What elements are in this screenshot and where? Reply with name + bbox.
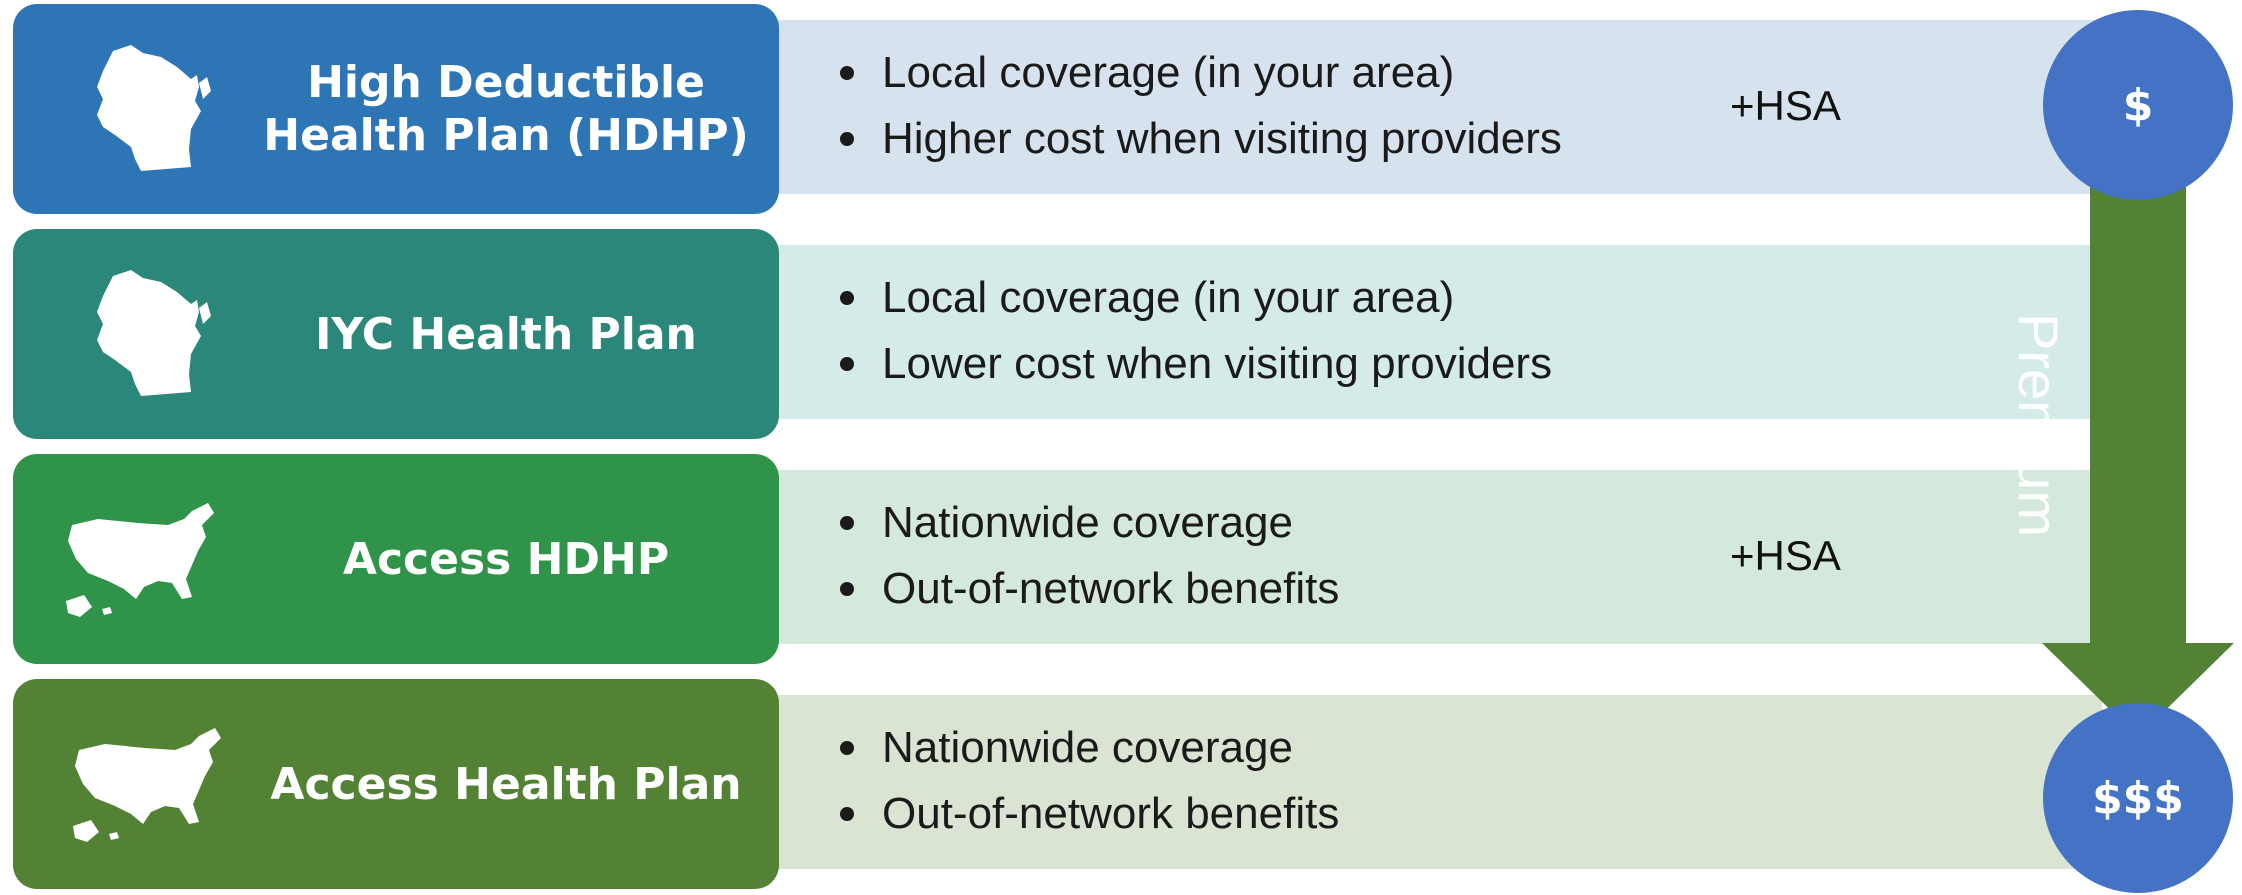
- plan-details-band: [740, 695, 2102, 869]
- high-premium-label: $$$: [2092, 772, 2184, 824]
- plan-bullet: Nationwide coverage: [838, 490, 1339, 556]
- plan-card: Access HDHP: [13, 454, 779, 664]
- plan-bullet: Higher cost when visiting providers: [838, 106, 1562, 172]
- plan-details-band: [740, 20, 2102, 194]
- low-premium-label: $: [2122, 79, 2154, 131]
- plan-details-band: [740, 245, 2102, 419]
- plan-row-iyc: IYC Health Plan Local coverage (in your …: [0, 225, 2242, 445]
- wisconsin-map-icon: [97, 270, 211, 396]
- wisconsin-map-icon: [97, 45, 211, 171]
- plan-name: IYC Health Plan: [315, 308, 697, 360]
- plan-bullet: Local coverage (in your area): [838, 265, 1552, 331]
- plan-bullet-list: Nationwide coverage Out-of-network benef…: [838, 490, 1339, 622]
- plan-row-access-hdhp: Access HDHP Nationwide coverage Out-of-n…: [0, 450, 2242, 670]
- low-premium-circle: $: [2043, 10, 2233, 200]
- plan-card: IYC Health Plan: [13, 229, 779, 439]
- plan-bullet-list: Nationwide coverage Out-of-network benef…: [838, 715, 1339, 847]
- plan-bullet-list: Local coverage (in your area) Lower cost…: [838, 265, 1552, 397]
- plan-row-hdhp: High Deductible Health Plan (HDHP) Local…: [0, 0, 2242, 220]
- high-premium-circle: $$$: [2043, 703, 2233, 893]
- hsa-label: +HSA: [1730, 82, 1841, 129]
- plan-name: Access Health Plan: [270, 758, 742, 810]
- plan-card: Access Health Plan: [13, 679, 779, 889]
- hsa-label: +HSA: [1730, 532, 1841, 579]
- plan-details-band: [740, 470, 2102, 644]
- usa-map-icon: [66, 503, 214, 617]
- plan-name: High Deductible Health Plan (HDHP): [263, 57, 749, 161]
- premium-label: Premium: [2007, 312, 2070, 538]
- plan-bullet: Out-of-network benefits: [838, 781, 1339, 847]
- plan-card: High Deductible Health Plan (HDHP): [13, 4, 779, 214]
- plan-row-access-health-plan: Access Health Plan Nationwide coverage O…: [0, 675, 2242, 895]
- plan-bullet: Local coverage (in your area): [838, 40, 1562, 106]
- plan-bullet: Nationwide coverage: [838, 715, 1339, 781]
- plan-bullet-list: Local coverage (in your area) Higher cos…: [838, 40, 1562, 172]
- plan-bullet: Lower cost when visiting providers: [838, 331, 1552, 397]
- plan-bullet: Out-of-network benefits: [838, 556, 1339, 622]
- usa-map-icon: [73, 728, 221, 842]
- plan-name: Access HDHP: [342, 533, 670, 585]
